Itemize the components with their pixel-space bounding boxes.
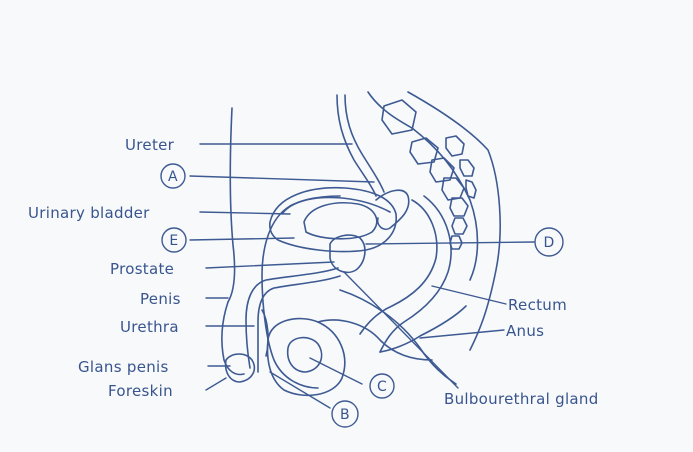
label-foreskin: Foreskin (108, 382, 173, 400)
label-rectum: Rectum (508, 296, 567, 314)
marker-c-label: C (377, 379, 387, 395)
label-anus: Anus (506, 322, 544, 340)
marker-a-label: A (168, 169, 178, 185)
marker-e-label: E (169, 233, 178, 249)
label-urethra: Urethra (120, 318, 179, 336)
label-prostate: Prostate (110, 260, 174, 278)
label-urinary-bladder: Urinary bladder (28, 204, 150, 222)
label-bulbourethral-gland: Bulbourethral gland (444, 390, 599, 408)
label-ureter: Ureter (125, 136, 175, 154)
label-glans-penis: Glans penis (78, 358, 169, 376)
marker-b-label: B (340, 407, 350, 423)
label-penis: Penis (140, 290, 181, 308)
marker-d-label: D (543, 235, 554, 251)
